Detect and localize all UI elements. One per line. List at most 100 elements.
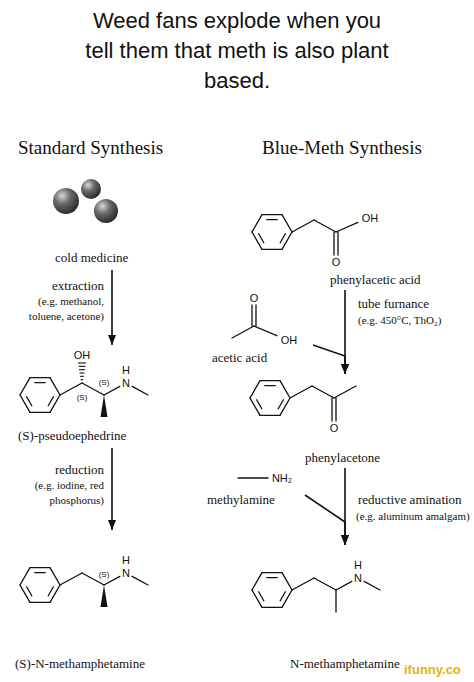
bond <box>35 572 45 573</box>
label-wrap: (e.g. iodine, red phosphorus) <box>10 478 104 508</box>
atom-label: O <box>331 256 342 268</box>
name-wrap: (S)-pseudoephedrine <box>18 428 126 444</box>
label-wrap: O <box>249 292 260 304</box>
compound-name: phenylacetic acid <box>330 272 421 288</box>
label-wrap: OH <box>73 349 92 361</box>
reaction-step: reductive amination <box>358 492 462 508</box>
label-wrap: (S) <box>99 570 110 579</box>
bond <box>337 232 338 255</box>
atom-label: H <box>121 364 131 376</box>
pill <box>94 199 118 223</box>
bond <box>331 398 332 421</box>
bond <box>50 568 60 585</box>
atom-label: O <box>249 292 260 304</box>
label-wrap: H <box>353 559 363 571</box>
compound-name: cold medicine <box>55 250 128 266</box>
condition-note: (e.g. 450°C, ThO₂) <box>358 313 442 328</box>
bond <box>335 590 336 612</box>
name-wrap: cold medicine <box>55 250 128 266</box>
label-wrap: (S) <box>99 378 110 387</box>
bond <box>259 234 264 243</box>
bond <box>257 400 262 409</box>
bond <box>267 577 277 578</box>
atom-label: NH₂ <box>271 472 293 484</box>
compound: (S)-N-methamphetamine <box>5 530 185 675</box>
hashed-wedge <box>80 372 85 373</box>
name-wrap: methylamine <box>207 492 275 508</box>
edge-label-wrap: reduction <box>10 462 104 478</box>
title-wrap: Weed fans explode when you tell them tha… <box>80 6 394 96</box>
hashed-wedge <box>79 369 85 370</box>
bold-wedge <box>101 395 108 417</box>
compound-name: acetic acid <box>212 350 267 366</box>
pill <box>81 179 101 199</box>
bond <box>267 219 277 220</box>
label-wrap: N <box>121 377 131 389</box>
bond <box>262 607 282 608</box>
label-wrap: Blue-Meth Synthesis <box>262 137 422 159</box>
name-wrap: acetic acid <box>212 350 267 366</box>
compound-name: methylamine <box>207 492 275 508</box>
watermark: ifunny.co <box>404 662 461 677</box>
name-wrap: phenylacetic acid <box>330 272 421 288</box>
bond <box>333 232 334 255</box>
label-wrap: (e.g. methanol, toluene, acetone) <box>10 294 104 324</box>
bond <box>35 382 45 383</box>
bond <box>278 400 283 409</box>
bond <box>336 222 358 232</box>
label-wrap: OH <box>280 334 299 346</box>
bond <box>262 249 282 250</box>
stereo-label: (S) <box>99 570 110 579</box>
compound-name: (S)-N-methamphetamine <box>15 656 145 672</box>
name-wrap: phenylacetone <box>305 450 380 466</box>
hashed-wedge <box>81 379 84 380</box>
bond <box>280 234 285 243</box>
atom-label: O <box>329 422 340 434</box>
bond <box>30 377 50 378</box>
bond <box>252 232 262 249</box>
label-wrap: N <box>121 567 131 579</box>
bond <box>364 581 380 590</box>
atom-label: H <box>121 554 131 566</box>
bond <box>50 585 60 602</box>
hashed-wedge <box>80 376 84 377</box>
bond <box>259 592 264 601</box>
bond <box>250 381 260 398</box>
compound: phenylacetic acid <box>250 175 440 290</box>
bond <box>280 381 290 398</box>
bond <box>20 585 30 602</box>
bond <box>265 385 275 386</box>
bond <box>314 578 336 590</box>
label-wrap: (e.g. aluminum amalgam) <box>356 509 470 524</box>
bond <box>292 578 314 590</box>
atom-label: OH <box>361 212 380 224</box>
bond <box>314 220 336 232</box>
stereo-label: (S) <box>77 393 88 402</box>
compound-name: N-methamphetamine <box>290 656 400 672</box>
bond <box>254 326 277 336</box>
label-wrap: O <box>329 422 340 434</box>
bond <box>260 380 280 381</box>
bond <box>252 215 262 232</box>
bold-wedge <box>101 585 108 607</box>
compound: (S)-pseudoephedrine <box>8 345 180 448</box>
atom-label: OH <box>73 349 92 361</box>
condition-note: (e.g. methanol, toluene, acetone) <box>10 294 104 324</box>
bond <box>260 415 280 416</box>
name-wrap: N-methamphetamine <box>290 656 400 672</box>
meme-title: Weed fans explode when you tell them tha… <box>80 6 394 96</box>
bond <box>132 576 148 585</box>
bond <box>252 590 262 607</box>
compound-name: phenylacetone <box>305 450 380 466</box>
stereo-label: (S) <box>99 378 110 387</box>
bond <box>282 215 292 232</box>
label-wrap: N <box>353 572 363 584</box>
hashed-wedge <box>79 366 86 367</box>
bond <box>30 602 50 603</box>
bond <box>282 232 292 249</box>
bond <box>30 567 50 568</box>
bond <box>262 214 282 215</box>
bond <box>290 386 312 398</box>
